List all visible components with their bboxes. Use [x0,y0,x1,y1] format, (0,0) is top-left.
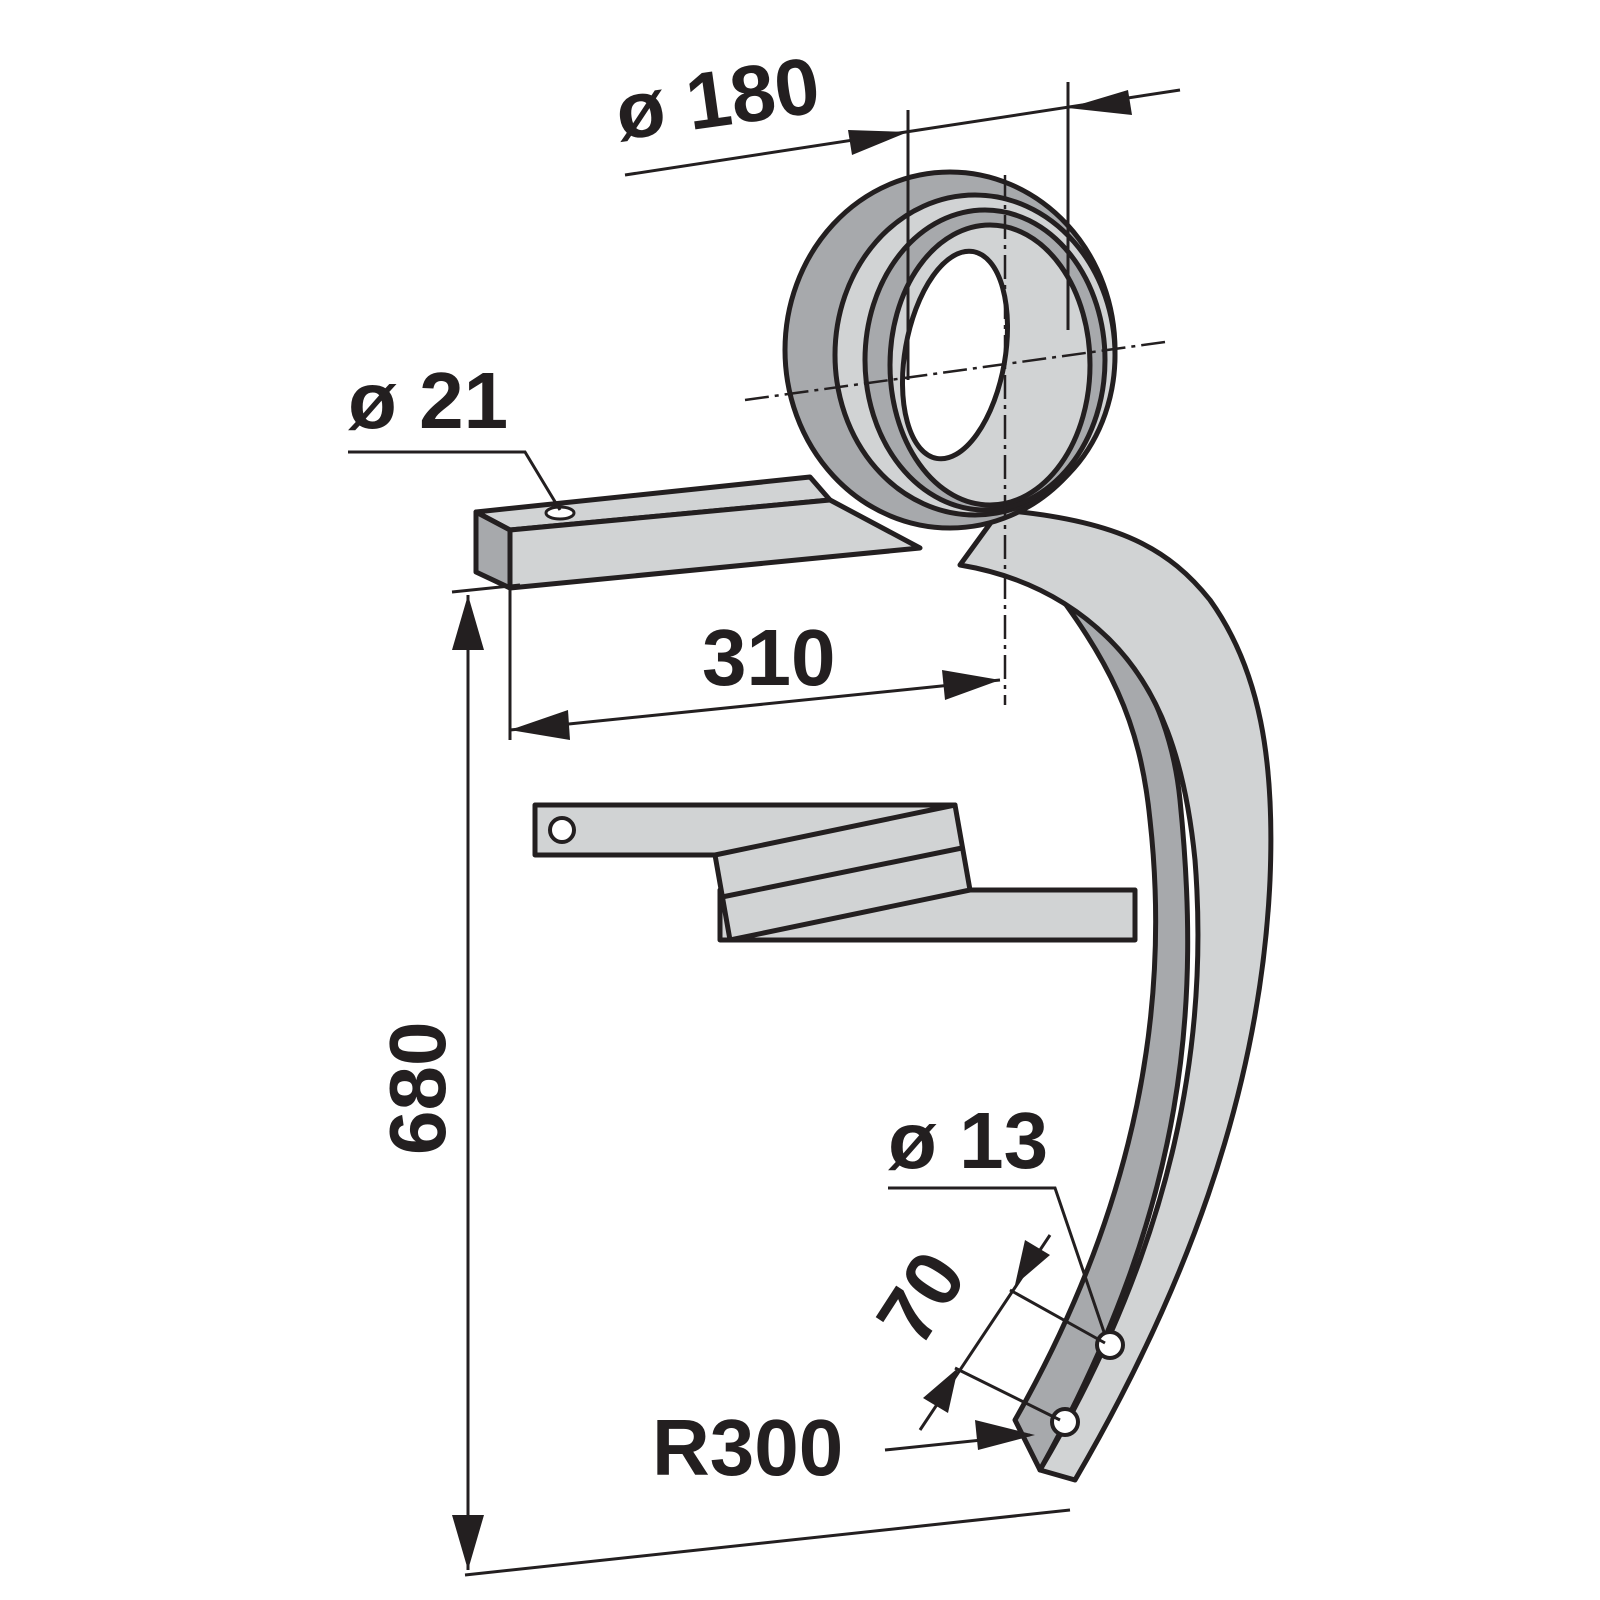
arrow-icon [942,670,1000,700]
arrow-icon [1015,1240,1050,1285]
side-view-hole [548,816,576,844]
label-tip-hole-diameter: ø 13 [888,1096,1048,1185]
label-hole-spacing: 70 [860,1236,983,1359]
arrow-icon [510,710,570,740]
dim-21-leader [348,450,562,511]
arrow-icon [923,1368,958,1413]
dim-70-ext-lower [954,1366,1061,1422]
label-bar-length: 310 [702,613,835,702]
label-radius: R300 [652,1403,843,1492]
dim-680-ext-top [451,583,521,594]
arrow-icon [848,130,908,155]
tip-hole-lower [1050,1407,1080,1437]
arrow-icon [1068,90,1132,115]
arrow-icon [975,1420,1035,1450]
bar-hole [544,505,576,521]
label-coil-diameter: ø 180 [610,40,825,157]
label-bar-hole-diameter: ø 21 [348,356,508,445]
tip-hole-upper [1095,1330,1125,1360]
label-total-height: 680 [373,1022,462,1155]
tine-front [957,507,1274,1483]
dim-13-leader [888,1186,1107,1336]
arrow-icon [452,595,484,650]
bar-end [473,509,513,591]
dim-70-ext-upper [1009,1288,1106,1345]
dim-680-ext-bottom [464,1508,1071,1577]
arrow-icon [452,1515,484,1570]
dim-310-line [509,678,1001,732]
center-line-horizontal [744,340,1166,402]
side-view-coil-line [721,845,963,900]
